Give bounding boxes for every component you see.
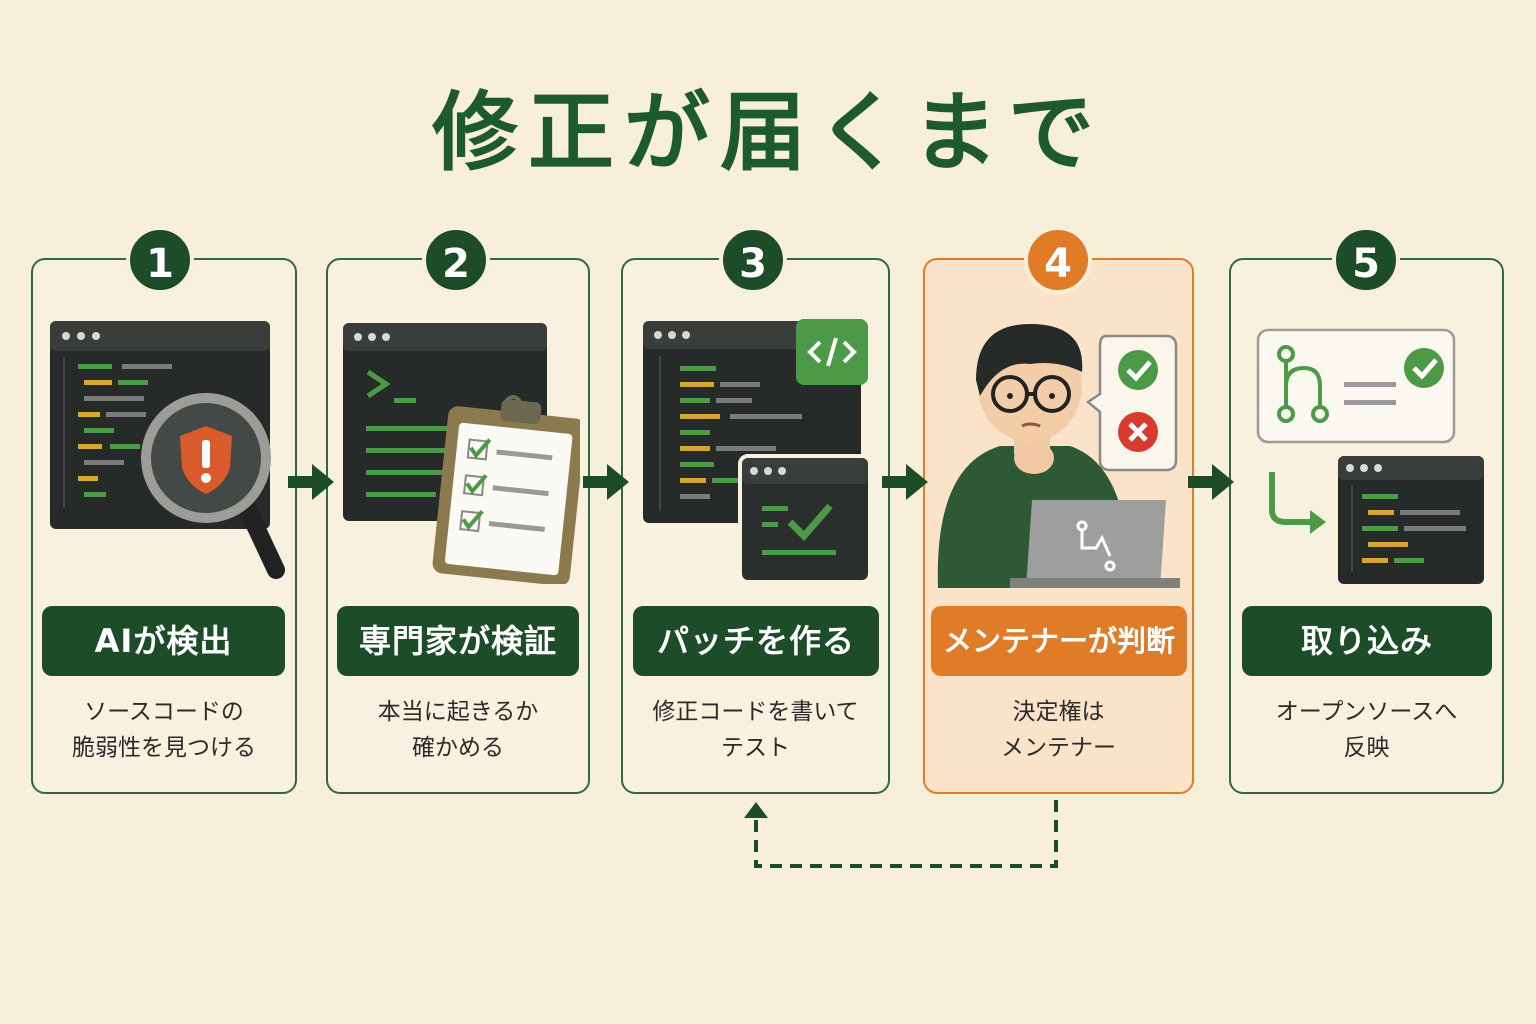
code-tag-icon [796,319,868,385]
step5-illustration [1256,328,1484,584]
step3-illustration [643,319,872,584]
step4-illustration [937,324,1180,588]
step-description-line: 修正コードを書いて [652,699,859,725]
check-icon [1404,348,1444,388]
step-description-3: 修正コードを書いて テスト [621,694,890,766]
step-number-5: 5 [1332,226,1400,294]
laptop-icon [1010,500,1180,588]
step-description-line: 確かめる [412,735,504,761]
step-label-3: パッチを作る [633,606,879,676]
checklist-clipboard-icon [432,395,580,584]
step-description-line: 脆弱性を見つける [72,735,256,761]
flow-arrow-icon [288,464,334,500]
step-description-1: ソースコードの 脆弱性を見つける [31,694,297,766]
step-description-line: オープンソースへ [1275,699,1458,725]
step-description-line: メンテナー [1001,735,1116,761]
step-description-5: オープンソースへ 反映 [1229,694,1504,766]
step-number-1: 1 [126,226,194,294]
step-number-3: 3 [719,226,787,294]
flow-arrow-icon [583,464,629,500]
page-title: 修正が届くまで [432,83,1104,183]
flow-arrow-icon [882,464,928,500]
step-description-line: 決定権は [1012,699,1105,725]
step-description-4: 決定権は メンテナー [923,694,1194,766]
step-description-line: 本当に起きるか [377,699,539,725]
warning-shield-icon [180,426,232,494]
flow-arrow-icon [1188,464,1234,500]
dashed-return-arrow-icon [744,800,1058,868]
step-description-line: 反映 [1343,735,1390,761]
step-number-2: 2 [422,226,490,294]
step2-illustration [343,323,580,584]
reject-icon [1118,412,1158,452]
step-label-1: AIが検出 [42,606,285,676]
test-pass-window-icon [738,454,872,584]
step-description-line: ソースコードの [84,699,244,725]
step-number-4: 4 [1024,226,1092,294]
step-label-4: メンテナーが判断 [931,606,1187,676]
merge-branch-icon [1256,328,1456,444]
step-description-2: 本当に起きるか 確かめる [326,694,590,766]
step1-illustration [50,321,285,579]
merged-code-window-icon [1338,456,1484,584]
step-description-line: テスト [721,735,790,761]
step-label-5: 取り込み [1242,606,1492,676]
step-label-2: 専門家が検証 [337,606,579,676]
dashed-merge-arrow-icon [1269,472,1326,534]
